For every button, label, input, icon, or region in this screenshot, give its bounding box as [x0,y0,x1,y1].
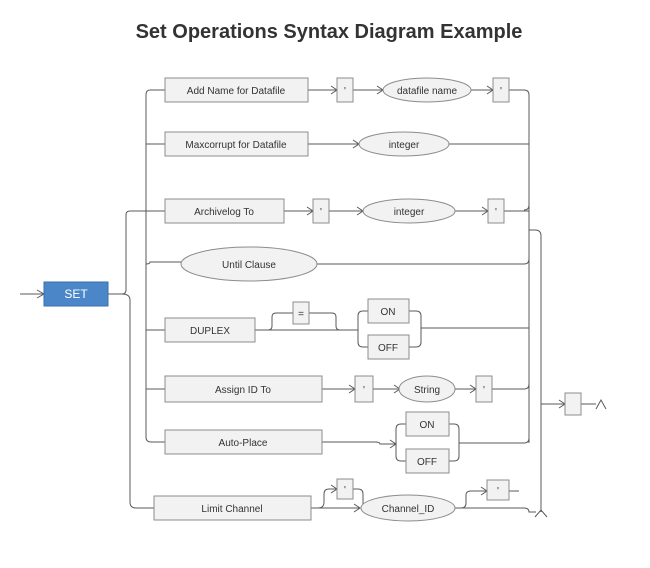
row3-quote-open[interactable]: ' [312,198,330,224]
svg-text:String: String [414,385,440,396]
svg-text:': ' [320,207,322,218]
svg-text:Limit Channel: Limit Channel [201,504,262,515]
svg-text:': ' [344,485,346,496]
svg-text:Until Clause: Until Clause [222,260,276,271]
maxcorrupt-for-datafile-box[interactable]: Maxcorrupt for Datafile [164,131,309,157]
auto-place-off-box[interactable]: OFF [405,448,450,474]
duplex-equals-box[interactable]: = [292,301,310,325]
svg-text:ON: ON [420,420,435,431]
svg-text:Auto-Place: Auto-Place [219,438,268,449]
row6-quote-open[interactable]: ' [354,375,374,403]
row2-integer-oval[interactable]: integer [358,131,450,157]
svg-text:': ' [483,385,485,396]
svg-text:Add Name for Datafile: Add Name for Datafile [187,86,286,97]
svg-text:Maxcorrupt for Datafile: Maxcorrupt for Datafile [185,140,287,151]
channel-id-oval[interactable]: Channel_ID [360,494,456,522]
svg-text:': ' [500,86,502,97]
svg-text:integer: integer [394,207,425,218]
row1-quote-open[interactable]: ' [336,77,354,103]
svg-text:DUPLEX: DUPLEX [190,326,230,337]
auto-place-on-box[interactable]: ON [405,411,450,437]
datafile-name-oval[interactable]: datafile name [382,77,472,103]
assign-id-to-box[interactable]: Assign ID To [164,375,323,403]
auto-place-box[interactable]: Auto-Place [164,429,323,455]
svg-text:OFF: OFF [417,457,437,468]
row1-quote-close[interactable]: ' [492,77,510,103]
string-oval[interactable]: String [398,375,456,403]
row3-integer-oval[interactable]: integer [362,198,456,224]
duplex-off-box[interactable]: OFF [367,334,410,360]
row6-quote-close[interactable]: ' [475,375,493,403]
duplex-box[interactable]: DUPLEX [164,317,256,343]
set-label: SET [64,287,88,301]
add-name-for-datafile-box[interactable]: Add Name for Datafile [164,77,309,103]
svg-text:Assign ID To: Assign ID To [215,385,271,396]
until-clause-oval[interactable]: Until Clause [180,246,318,282]
svg-text:Channel_ID: Channel_ID [382,504,435,515]
svg-text:=: = [298,309,304,320]
svg-text:integer: integer [389,140,420,151]
row8-quote-right[interactable]: ' [486,479,510,501]
svg-text:': ' [495,207,497,218]
svg-text:': ' [344,86,346,97]
row8-quote-top[interactable]: ' [336,478,354,500]
set-node[interactable]: SET [43,281,109,307]
connector-lines [20,85,607,518]
svg-text:OFF: OFF [378,343,398,354]
svg-text:ON: ON [381,307,396,318]
svg-text:': ' [497,486,499,497]
svg-text:datafile name: datafile name [397,86,457,97]
archivelog-to-box[interactable]: Archivelog To [164,198,285,224]
svg-text:': ' [363,385,365,396]
svg-text:Archivelog To: Archivelog To [194,207,254,218]
exit-box[interactable] [564,392,582,416]
duplex-on-box[interactable]: ON [367,298,410,324]
row3-quote-close[interactable]: ' [487,198,505,224]
limit-channel-box[interactable]: Limit Channel [153,495,312,521]
diagram-title: Set Operations Syntax Diagram Example [136,21,523,43]
